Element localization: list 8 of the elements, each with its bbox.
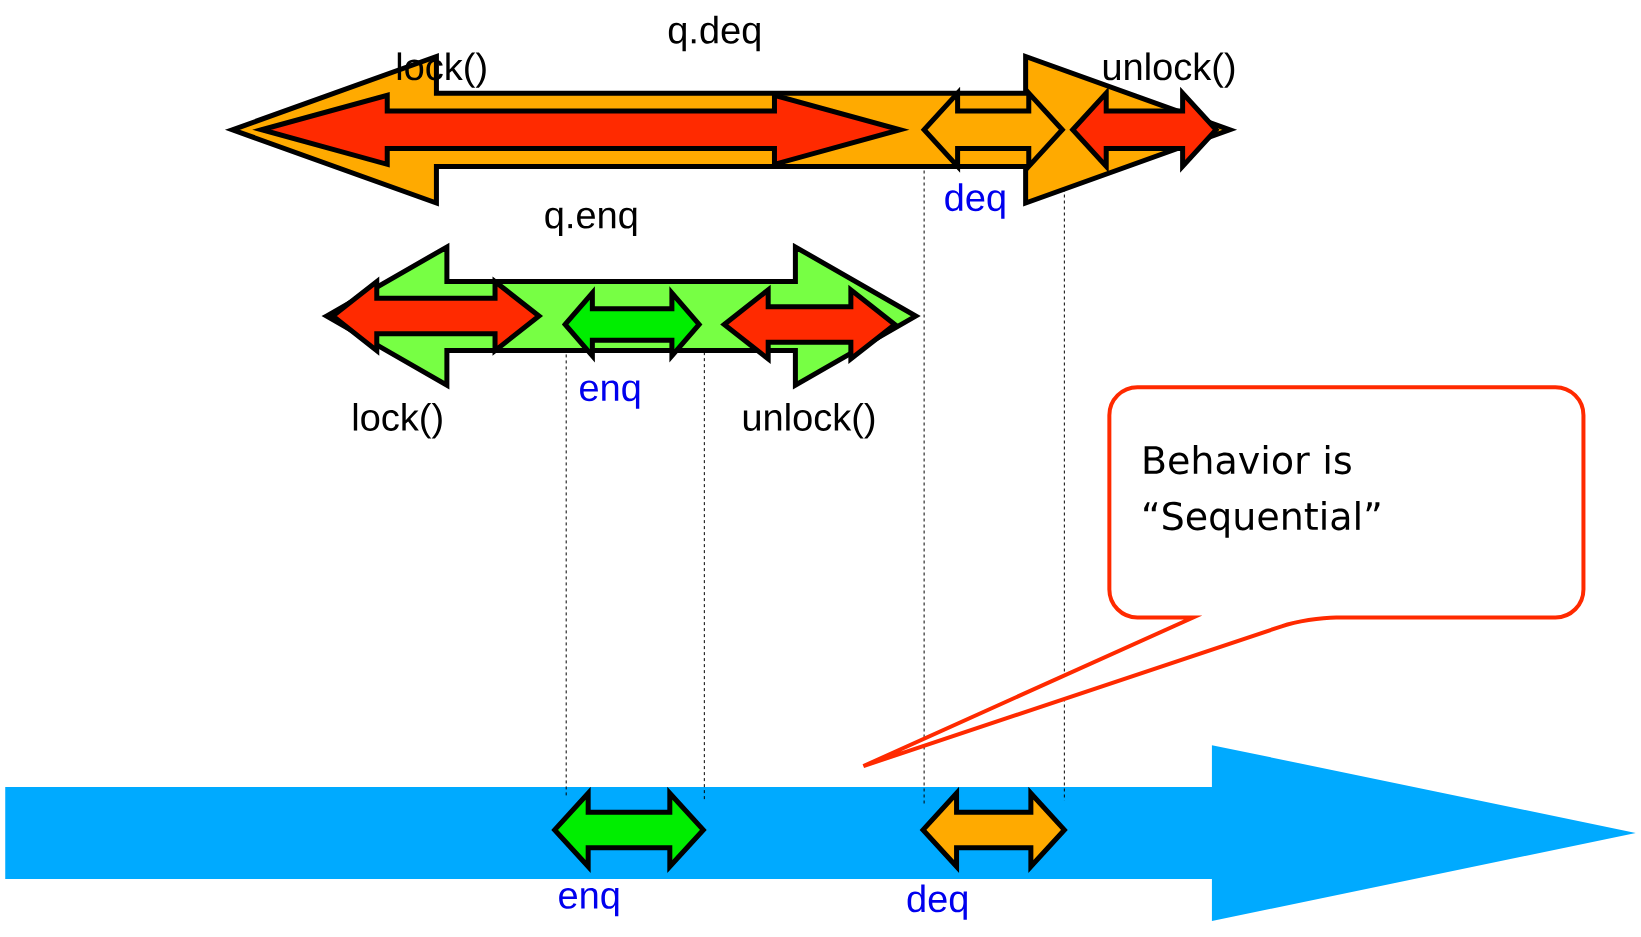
interval-label: q.enq xyxy=(545,207,637,237)
interval-label: deq xyxy=(945,183,1005,219)
interval-label: deq xyxy=(907,884,967,920)
interval-label: enq xyxy=(559,888,619,917)
interval-label: unlock() xyxy=(1103,52,1235,88)
interval-label: lock() xyxy=(353,403,442,439)
interval-label: q.deq xyxy=(668,15,760,52)
interval-label: enq xyxy=(580,380,640,409)
